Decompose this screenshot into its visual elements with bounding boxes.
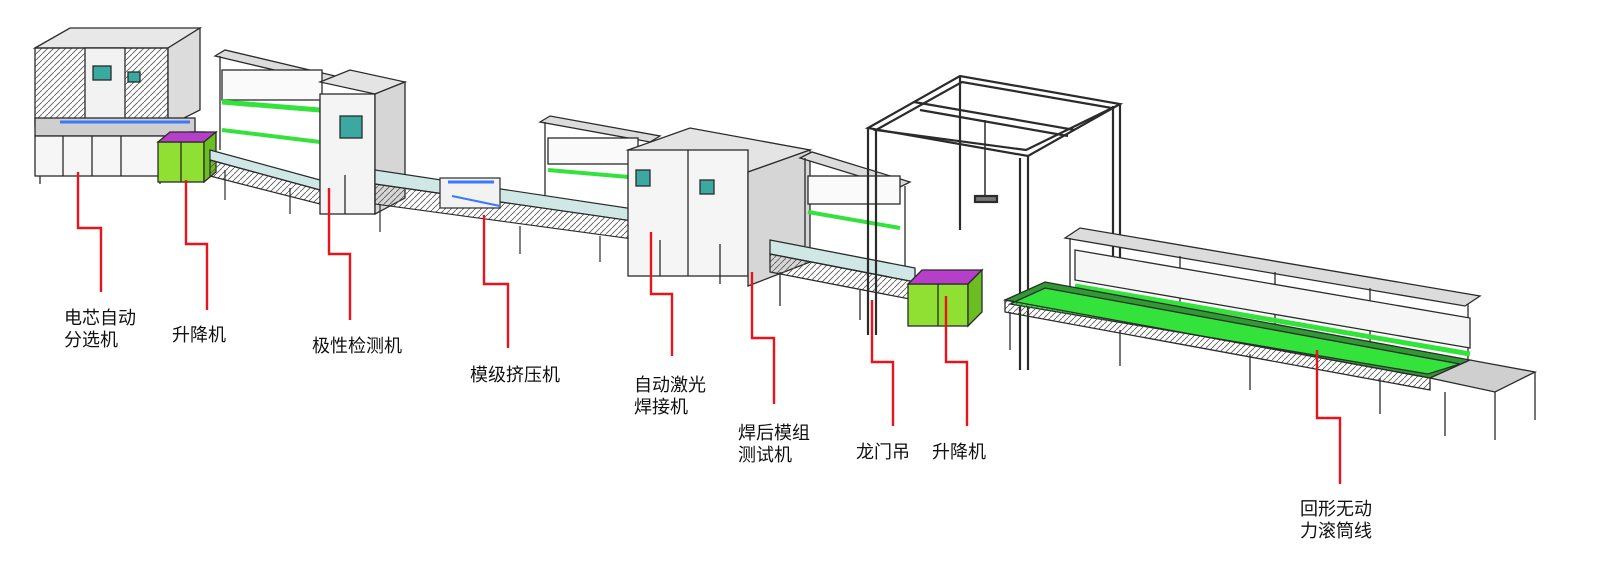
label-post-weld-tester-line-2: 测试机: [738, 445, 792, 466]
label-post-weld-tester-line-1: 焊后模组: [738, 423, 810, 444]
label-cell-sorter-line-2: 分选机: [64, 330, 118, 351]
label-cell-sorter: 电芯自动 分选机: [64, 308, 136, 352]
label-laser-welder: 自动激光 焊接机: [634, 375, 706, 419]
cell-sorter-machine: [32, 26, 205, 184]
lift-2-machine: [906, 268, 984, 328]
label-roller-line-line-1: 回形无动: [1300, 499, 1372, 520]
laser-welder-machine: [538, 115, 813, 287]
label-gantry-crane: 龙门吊: [856, 442, 910, 464]
label-post-weld-tester: 焊后模组 测试机: [738, 423, 810, 467]
label-lift-2-line-1: 升降机: [932, 442, 986, 463]
label-lift-2: 升降机: [932, 442, 986, 464]
lift-1-machine: [156, 130, 218, 184]
conveyor-section-1: [209, 149, 321, 214]
leader-line-post-weld-tester: [750, 272, 776, 404]
gantry-crane-frame: [864, 74, 1124, 370]
leader-line-gantry-crane: [870, 300, 895, 426]
label-gantry-crane-line-1: 龙门吊: [856, 442, 910, 463]
post-weld-tester-machine: [769, 151, 916, 320]
label-module-press: 模级挤压机: [470, 365, 560, 387]
leader-line-module-press: [482, 215, 510, 348]
label-polarity-tester: 极性检测机: [312, 336, 402, 358]
leader-line-roller-line: [1315, 350, 1342, 484]
label-roller-line-line-2: 力滚筒线: [1300, 521, 1372, 542]
label-laser-welder-line-1: 自动激光: [634, 375, 706, 396]
label-laser-welder-line-2: 焊接机: [634, 397, 688, 418]
label-module-press-line-1: 模级挤压机: [470, 365, 560, 386]
roller-line-machine: [1002, 227, 1538, 440]
label-polarity-tester-line-1: 极性检测机: [312, 336, 402, 357]
leader-line-lift-1: [184, 180, 209, 310]
leader-lines: [76, 172, 1342, 484]
label-lift-1: 升降机: [172, 325, 226, 347]
leader-line-laser-welder: [649, 232, 674, 356]
leader-line-cell-sorter: [76, 172, 103, 292]
label-cell-sorter-line-1: 电芯自动: [64, 308, 136, 329]
label-lift-1-line-1: 升降机: [172, 325, 226, 346]
leader-line-lift-2: [944, 296, 969, 426]
module-press-machine: [439, 177, 501, 209]
label-roller-line: 回形无动 力滚筒线: [1300, 499, 1372, 543]
conveyor-section-2: [374, 169, 641, 262]
leader-line-polarity-tester: [327, 188, 352, 320]
